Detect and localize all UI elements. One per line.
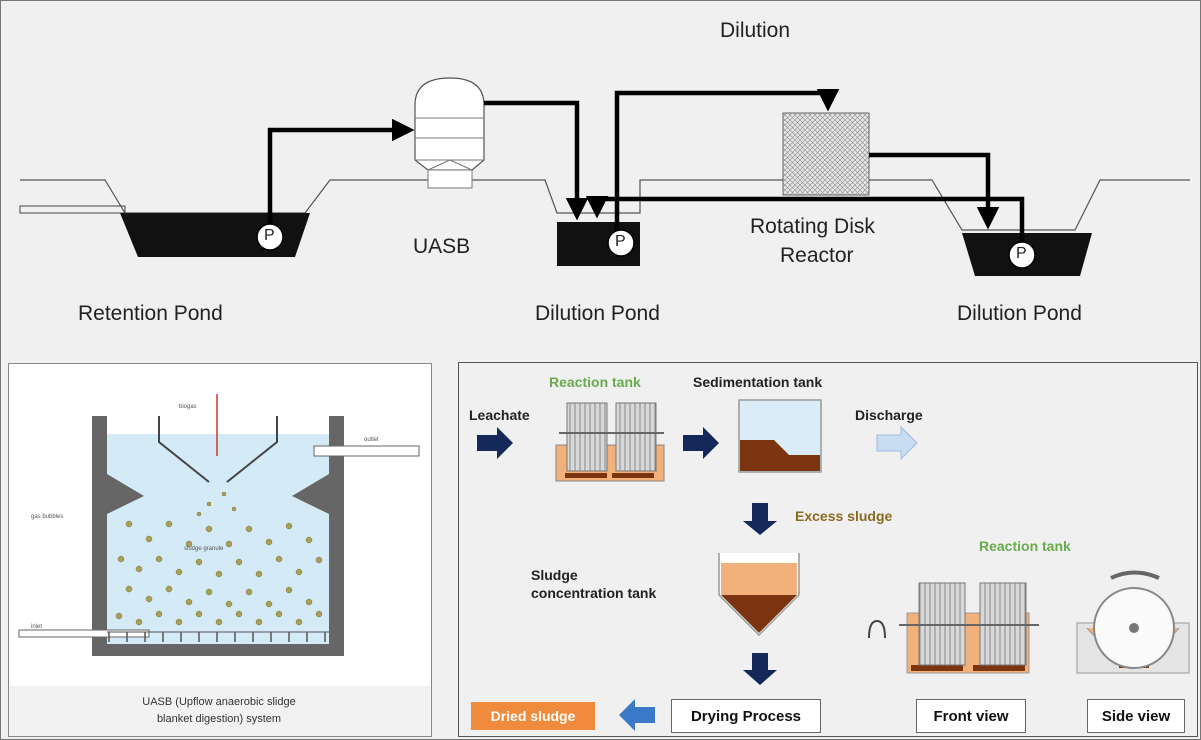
inflow-pipe xyxy=(19,205,126,214)
inlet-distributor xyxy=(108,632,326,642)
front-view-tank-icon xyxy=(868,582,1039,674)
pipe-dilution-to-rdr xyxy=(614,89,840,230)
uasb-caption: UASB (Upflow anaerobic slidge blanket di… xyxy=(69,694,369,728)
side-view-tank-icon xyxy=(1076,570,1190,674)
side-view-box: Side view xyxy=(1087,699,1185,733)
discharge-label: Discharge xyxy=(855,407,923,423)
reaction-tank-icon xyxy=(555,402,665,482)
biogas-label: biogas xyxy=(179,404,197,410)
pump-2 xyxy=(607,229,635,257)
outlet-label: outlet xyxy=(364,437,379,443)
pipe-rdr-to-pond2 xyxy=(869,152,1000,230)
drying-process-label: Drying Process xyxy=(690,707,802,725)
dried-sludge-box: Dried sludge xyxy=(471,702,595,730)
pump-label-2: P xyxy=(615,233,626,250)
sludge-conc-label-line1: Sludge xyxy=(531,567,578,583)
sludge-conc-label-line2: concentration tank xyxy=(531,585,657,601)
sludge-concentration-tank-icon xyxy=(718,553,800,637)
side-view-label: Side view xyxy=(1101,707,1171,725)
leachate-arrow xyxy=(477,427,513,459)
inlet-pipe xyxy=(18,629,150,638)
uasb-caption-line2: blanket digestion) system xyxy=(156,713,282,725)
pump-label-3: P xyxy=(1016,245,1027,262)
uasb-schematic xyxy=(9,394,431,736)
pipe-return-dilution xyxy=(585,196,1025,242)
process-panel: Reaction tank Sedimentation tank Leachat… xyxy=(458,362,1198,737)
uasb-left-wall xyxy=(92,416,107,656)
reaction-tank-title-2: Reaction tank xyxy=(979,538,1071,554)
dilution-pond-label-2: Dilution Pond xyxy=(957,302,1082,325)
gas-bubbles-label: gas bubbles xyxy=(31,514,64,520)
pipe-uasb-to-dilution xyxy=(484,100,589,221)
dried-sludge-label: Dried sludge xyxy=(490,708,576,724)
reaction-tank-title: Reaction tank xyxy=(549,374,641,390)
dilution-label: Dilution xyxy=(720,19,791,42)
dilution-pond-label-1: Dilution Pond xyxy=(535,302,660,325)
sludge-granules xyxy=(115,491,323,626)
uasb-gas-hood xyxy=(158,416,278,483)
reaction-to-sedimentation-arrow xyxy=(683,427,719,459)
uasb-bottom-wall xyxy=(92,644,344,656)
pipe-pond-to-uasb xyxy=(267,118,415,224)
uasb-right-wall xyxy=(329,416,344,656)
front-view-box: Front view xyxy=(916,699,1026,733)
uasb-label: UASB xyxy=(413,235,471,258)
leachate-label: Leachate xyxy=(469,407,530,423)
rotating-disk-reactor-icon xyxy=(782,112,870,196)
uasb-reactor-icon xyxy=(414,77,485,189)
sludge-granule-label: sludge granule xyxy=(184,546,224,552)
uasb-liquid xyxy=(107,434,329,644)
front-view-label: Front view xyxy=(933,707,1009,725)
process-schematic xyxy=(477,399,1190,731)
uasb-left-deflector xyxy=(107,474,144,514)
rdr-label-line1: Rotating Disk xyxy=(750,215,875,238)
concentration-to-drying-arrow xyxy=(743,653,777,685)
drying-process-box: Drying Process xyxy=(671,699,821,733)
inlet-label: inlet xyxy=(31,624,43,630)
retention-pond-label: Retention Pond xyxy=(78,302,223,325)
rdr-label-line2: Reactor xyxy=(780,244,854,267)
sedimentation-tank-title: Sedimentation tank xyxy=(693,374,823,390)
uasb-panel: biogas outlet gas bubbles sludge granule… xyxy=(8,363,432,737)
excess-sludge-arrow xyxy=(743,503,777,535)
pump-label-1: P xyxy=(264,227,275,244)
uasb-right-deflector xyxy=(292,474,329,514)
sedimentation-tank-icon xyxy=(738,399,822,473)
discharge-arrow xyxy=(876,425,918,461)
drying-to-dried-arrow xyxy=(619,699,655,731)
uasb-caption-line1: UASB (Upflow anaerobic slidge xyxy=(142,696,296,708)
outlet-pipe xyxy=(313,445,420,457)
excess-sludge-label: Excess sludge xyxy=(795,508,893,524)
